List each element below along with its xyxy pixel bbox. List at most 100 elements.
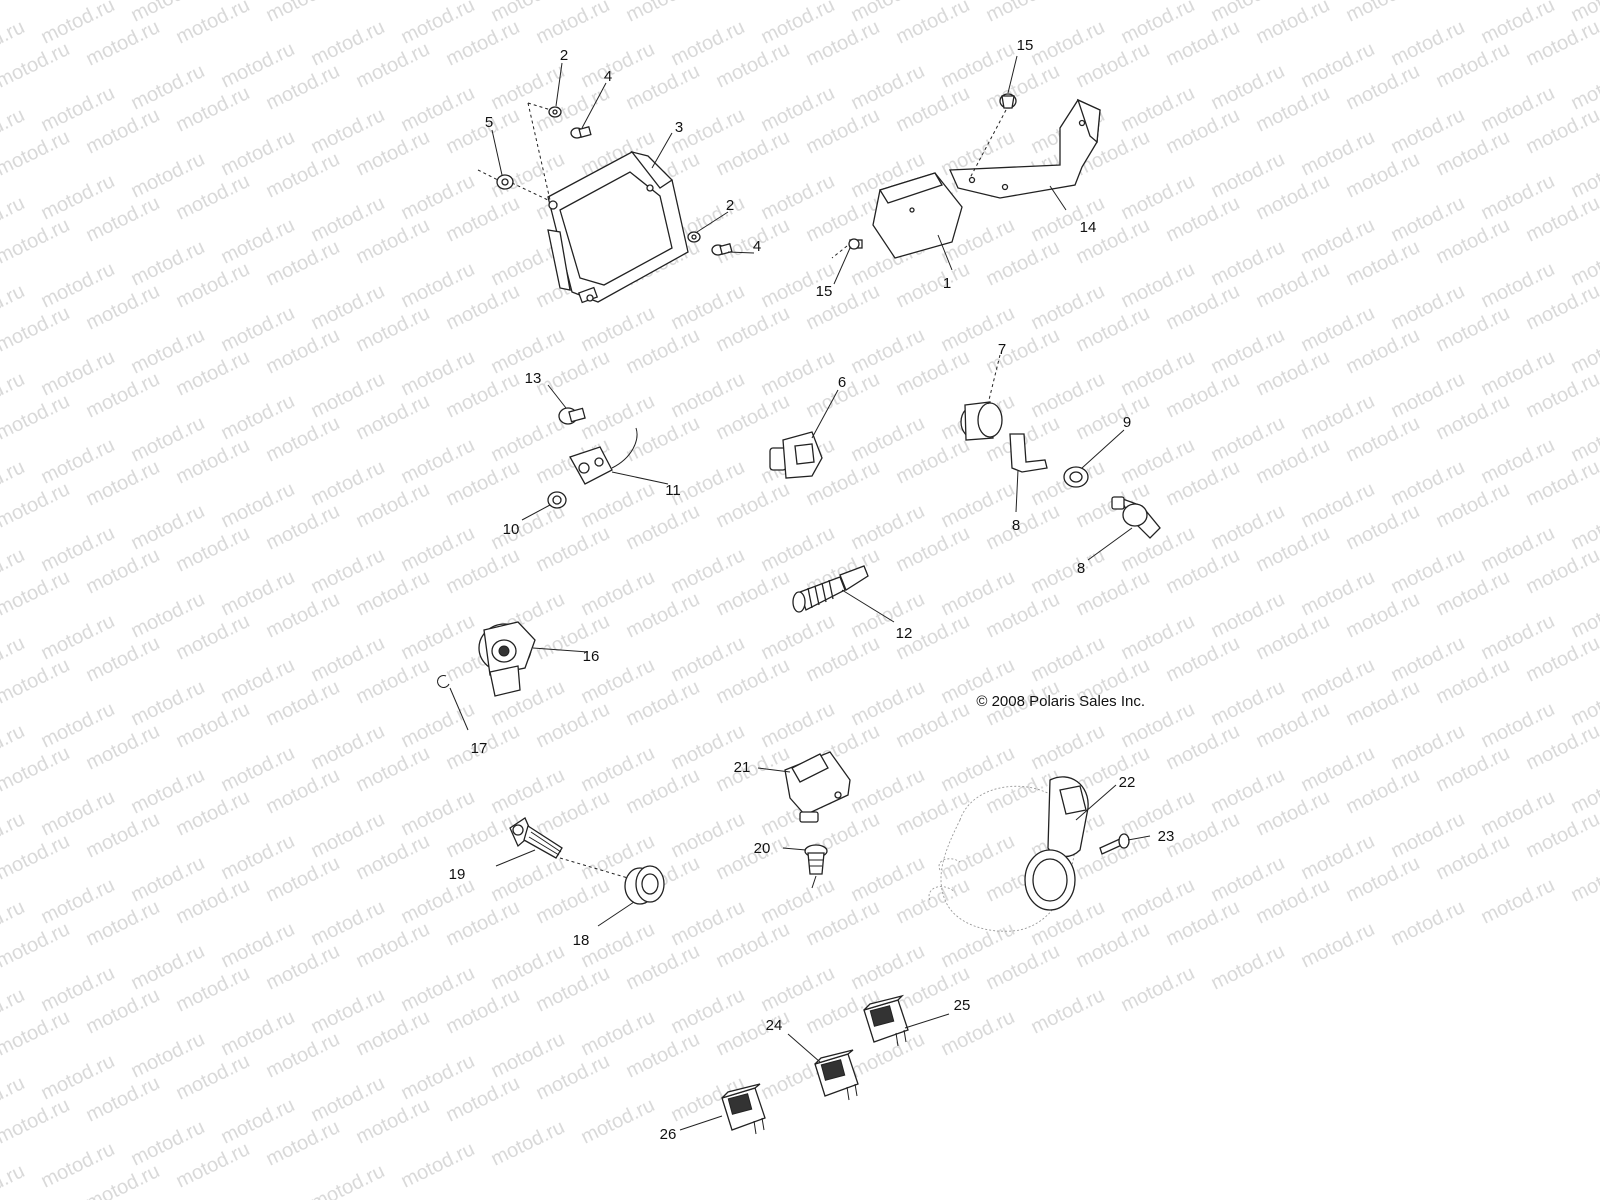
sensor-bracket-part[interactable] xyxy=(569,427,638,485)
cap-part[interactable] xyxy=(960,401,1003,441)
pressure-sensor-part[interactable] xyxy=(1111,496,1161,539)
watermark-text: motod.ru xyxy=(1208,940,1289,994)
watermark-text: motod.ru xyxy=(1568,852,1600,906)
watermark-text: motod.ru xyxy=(0,214,73,268)
callout-19: 19 xyxy=(449,866,466,883)
watermark-text: motod.ru xyxy=(1478,874,1559,928)
screw-part[interactable] xyxy=(1099,833,1130,855)
bolt-part[interactable] xyxy=(558,407,586,425)
spacer-part[interactable] xyxy=(547,491,567,509)
watermark-text: motod.ru xyxy=(1388,896,1469,950)
washer-part[interactable] xyxy=(548,106,562,118)
watermark-text: motod.ru xyxy=(1568,764,1600,818)
watermark-text: motod.ru xyxy=(1568,236,1600,290)
watermark-text: motod.ru xyxy=(0,742,73,796)
watermark-text: motod.ru xyxy=(1298,918,1379,972)
callout-labels: 1 2 2 3 4 4 5 6 7 8 8 9 10 11 12 13 14 1… xyxy=(449,37,1175,1143)
watermark-text: motod.ru xyxy=(1118,962,1199,1016)
knock-sensor-part[interactable] xyxy=(478,621,536,697)
watermark-text: motod.ru xyxy=(0,1006,73,1060)
callout-13: 13 xyxy=(525,370,542,387)
plug-part[interactable] xyxy=(769,431,823,479)
callout-16: 16 xyxy=(583,648,600,665)
callout-23: 23 xyxy=(1158,828,1175,845)
watermark-text: motod.ru xyxy=(0,1160,28,1200)
callout-18: 18 xyxy=(573,932,590,949)
callout-25: 25 xyxy=(954,997,971,1014)
watermark-text: motod.ru xyxy=(353,0,434,4)
watermark-text: motod.ru xyxy=(1028,984,1109,1038)
watermark-text: motod.ru xyxy=(0,38,73,92)
ecu-module-part[interactable] xyxy=(547,150,689,304)
callout-8: 8 xyxy=(1077,560,1085,577)
callout-2: 2 xyxy=(726,197,734,214)
watermark-text: motod.ru xyxy=(1568,500,1600,554)
callout-3: 3 xyxy=(675,119,683,136)
copyright-notice: © 2008 Polaris Sales Inc. xyxy=(976,693,1145,710)
washer-part[interactable] xyxy=(687,231,701,243)
ring-washer-part[interactable] xyxy=(1063,466,1089,488)
switch-part[interactable] xyxy=(721,1083,766,1135)
relay-cover-part[interactable] xyxy=(872,172,963,259)
callout-20: 20 xyxy=(754,840,771,857)
watermark-text: motod.ru xyxy=(0,1094,73,1148)
callout-17: 17 xyxy=(471,740,488,757)
callout-15: 15 xyxy=(816,283,833,300)
map-sensor-part[interactable] xyxy=(784,751,851,823)
switch-part[interactable] xyxy=(863,994,909,1047)
watermark-text: motod.ru xyxy=(713,0,794,4)
mounting-bracket-part[interactable] xyxy=(949,98,1101,199)
watermark-text: motod.ru xyxy=(938,1006,1019,1060)
watermark-text: motod.ru xyxy=(0,478,73,532)
watermark-text: motod.ru xyxy=(1568,60,1600,114)
watermark-text: motod.ru xyxy=(623,0,704,26)
callout-5: 5 xyxy=(485,114,493,131)
callout-24: 24 xyxy=(766,1017,783,1034)
callout-9: 9 xyxy=(1123,414,1131,431)
screw-part[interactable] xyxy=(570,126,592,139)
socket-part[interactable] xyxy=(624,865,665,905)
watermark-text: motod.ru xyxy=(1568,588,1600,642)
callout-8: 8 xyxy=(1012,517,1020,534)
watermark-text: motod.ru xyxy=(0,302,73,356)
switch-part[interactable] xyxy=(814,1049,859,1101)
watermark-text: motod.ru xyxy=(0,654,73,708)
callout-1: 1 xyxy=(943,275,951,292)
watermark-text: motod.ru xyxy=(533,0,614,48)
watermark-text: motod.ru xyxy=(1568,148,1600,202)
watermark-text: motod.ru xyxy=(398,1138,479,1192)
callout-14: 14 xyxy=(1080,219,1097,236)
callout-26: 26 xyxy=(660,1126,677,1143)
key-tab-part[interactable] xyxy=(1009,433,1048,473)
watermark-text: motod.ru xyxy=(1568,412,1600,466)
callout-15: 15 xyxy=(1017,37,1034,54)
watermark-text: motod.ru xyxy=(1568,676,1600,730)
watermark-text: motod.ru xyxy=(0,566,73,620)
watermark-text: motod.ru xyxy=(0,126,73,180)
watermark-text: motod.ru xyxy=(1343,0,1424,26)
callout-4: 4 xyxy=(753,238,761,255)
watermark-text: motod.ru xyxy=(0,918,73,972)
watermark-text: motod.ru xyxy=(983,0,1064,26)
callout-22: 22 xyxy=(1119,774,1136,791)
grommet-part[interactable] xyxy=(496,174,514,190)
callout-11: 11 xyxy=(665,482,681,499)
callout-4: 4 xyxy=(604,68,612,85)
watermark-text: motod.ru xyxy=(0,0,73,4)
bolt-part[interactable] xyxy=(848,238,863,250)
callout-2: 2 xyxy=(560,47,568,64)
callout-7: 7 xyxy=(998,341,1006,358)
watermark-text: motod.ru xyxy=(893,0,974,48)
clip-part[interactable] xyxy=(437,675,450,688)
throttle-body-part[interactable] xyxy=(928,776,1089,932)
watermark-text: motod.ru xyxy=(1253,0,1334,48)
bulb-part[interactable] xyxy=(509,817,563,859)
temperature-sensor-part[interactable] xyxy=(792,565,869,613)
watermark-text: motod.ru xyxy=(263,0,344,26)
fitting-part[interactable] xyxy=(804,844,828,875)
watermark-text: motod.ru xyxy=(1073,0,1154,4)
leader-lines xyxy=(449,55,1151,1131)
nut-part[interactable] xyxy=(999,93,1017,109)
watermark-text: motod.ru xyxy=(1568,324,1600,378)
